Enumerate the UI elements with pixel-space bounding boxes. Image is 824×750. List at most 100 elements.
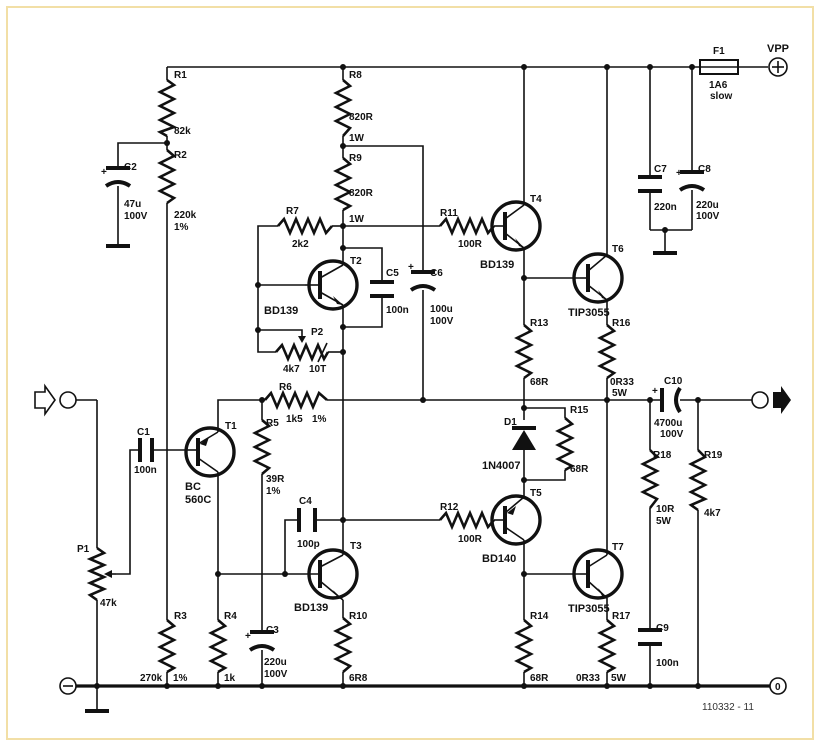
label-components-c6-ref: C6: [430, 268, 443, 279]
transistor-T3: [307, 548, 359, 601]
label-components-r12-ref: R12: [440, 502, 459, 513]
resistor-R10: [333, 617, 353, 673]
label-components-r11-ref: R11: [440, 208, 458, 219]
terminals: [34, 57, 791, 695]
label-components-t5-value: BD140: [482, 553, 516, 565]
label-components-r4-ref: R4: [224, 611, 237, 622]
label-components-r14-value: 68R: [530, 673, 549, 684]
label-components-r9-ref: R9: [349, 153, 362, 164]
label-components-r7-value: 2k2: [292, 239, 309, 250]
label-components-t1-value2: 560C: [185, 494, 211, 506]
label-components-c8-value: 220u: [696, 200, 719, 211]
label-components-r1-value: 82k: [174, 126, 191, 137]
label-components-p1-value: 47k: [100, 598, 117, 609]
resistor-R14: [514, 619, 534, 674]
figure-frame: [6, 6, 814, 740]
label-components-t2-ref: T2: [350, 256, 362, 267]
resistor-R4: [208, 619, 228, 674]
transistors: [184, 200, 624, 601]
label-components-t7-ref: T7: [612, 542, 624, 553]
label-components-r16-ref: R16: [612, 318, 631, 329]
resistor-R9: [333, 157, 353, 212]
label-components-r18-ref: R18: [653, 450, 672, 461]
resistor-R6: [264, 389, 328, 411]
input-arrow-icon: [34, 383, 56, 417]
label-components-t3-value: BD139: [294, 602, 328, 614]
label-components-c3-value: 220u: [264, 657, 287, 668]
label-components-r5-value2: 1%: [266, 486, 281, 497]
label-components-r5-ref: R5: [266, 418, 279, 429]
label-components-t7-value: TIP3055: [568, 603, 610, 615]
label-terminals-vpp: VPP: [767, 43, 789, 55]
label-components-r11-value: 100R: [458, 239, 483, 250]
label-components-t5-ref: T5: [530, 488, 542, 499]
label-components-c7-value: 220n: [654, 202, 677, 213]
resistor-R18: [640, 449, 660, 509]
label-components-p2-value2: 10T: [309, 364, 326, 375]
label-components-c10-ref: C10: [664, 376, 683, 387]
label-components-c3-value2: 100V: [264, 669, 288, 680]
diode-D1: [512, 426, 536, 450]
label-components-c10-value2: 100V: [660, 429, 684, 440]
label-components-c7-ref: C7: [654, 164, 667, 175]
label-components-c2-value: 47u: [124, 199, 141, 210]
label-components-t2-value: BD139: [264, 305, 298, 317]
label-components-c10-value: 4700u: [654, 418, 682, 429]
label-components-r13-ref: R13: [530, 318, 549, 329]
label-components-r18-value2: 5W: [656, 516, 672, 527]
label-components-r1-ref: R1: [174, 70, 187, 81]
label-components-r2-value: 220k: [174, 210, 197, 221]
resistor-R7: [277, 215, 333, 237]
label-figure_code: 110332 - 11: [702, 702, 754, 713]
resistor-R11: [439, 215, 495, 237]
label-components-r6-value2: 1%: [312, 414, 327, 425]
label-components-r2-ref: R2: [174, 150, 187, 161]
fuse-F1: [699, 59, 739, 75]
label-components-t3-ref: T3: [350, 541, 362, 552]
label-components-r17-ref: R17: [612, 611, 631, 622]
output-arrow-icon: [773, 386, 791, 414]
label-components-r16-value: 0R33: [610, 377, 634, 388]
label-components-f1-value: 1A6: [709, 80, 728, 91]
label-components-c5-value: 100n: [386, 305, 409, 316]
potentiometer-P1: [86, 546, 108, 602]
label-components-r3-ref: R3: [174, 611, 187, 622]
label-components-c8-value2: 100V: [696, 211, 720, 222]
resistors: [86, 78, 709, 674]
label-components-r8-ref: R8: [349, 70, 362, 81]
label-components-t4-value: BD139: [480, 259, 514, 271]
label-components-r5-value: 39R: [266, 474, 285, 485]
resistor-R12: [439, 509, 495, 531]
label-components-r15-value: 68R: [570, 464, 589, 475]
label-components-r10-value: 6R8: [349, 673, 368, 684]
label-: +: [408, 262, 414, 273]
label-components-r14-ref: R14: [530, 611, 549, 622]
label-components-r12-value: 100R: [458, 534, 483, 545]
label-: +: [676, 168, 682, 179]
label-: +: [652, 386, 658, 397]
label-components-c2-value2: 100V: [124, 211, 148, 222]
label-components-c1-ref: C1: [137, 427, 150, 438]
resistor-R1: [156, 78, 178, 138]
junction-dots: [94, 64, 701, 689]
resistor-R15: [555, 417, 575, 472]
input-terminal: [59, 391, 77, 409]
label-components-r4-value: 1k: [224, 673, 236, 684]
label-components-r9-value: 820R: [349, 188, 374, 199]
label-components-p2-value: 4k7: [283, 364, 300, 375]
label-components-r3-value: 270k: [140, 673, 163, 684]
label-: +: [101, 167, 107, 178]
label-components-r6-ref: R6: [279, 382, 292, 393]
label-components-c9-value: 100n: [656, 658, 679, 669]
transistor-T1: [184, 426, 236, 478]
ground-symbols: [85, 244, 677, 713]
potentiometer-P2: [275, 341, 330, 363]
resistor-R8: [333, 79, 353, 137]
label-components-r9-value2: 1W: [349, 214, 365, 225]
label-components-c3-ref: C3: [266, 625, 279, 636]
label-components-d1-ref: D1: [504, 417, 517, 428]
label-components-c8-ref: C8: [698, 164, 711, 175]
label-components-r19-ref: R19: [704, 450, 723, 461]
